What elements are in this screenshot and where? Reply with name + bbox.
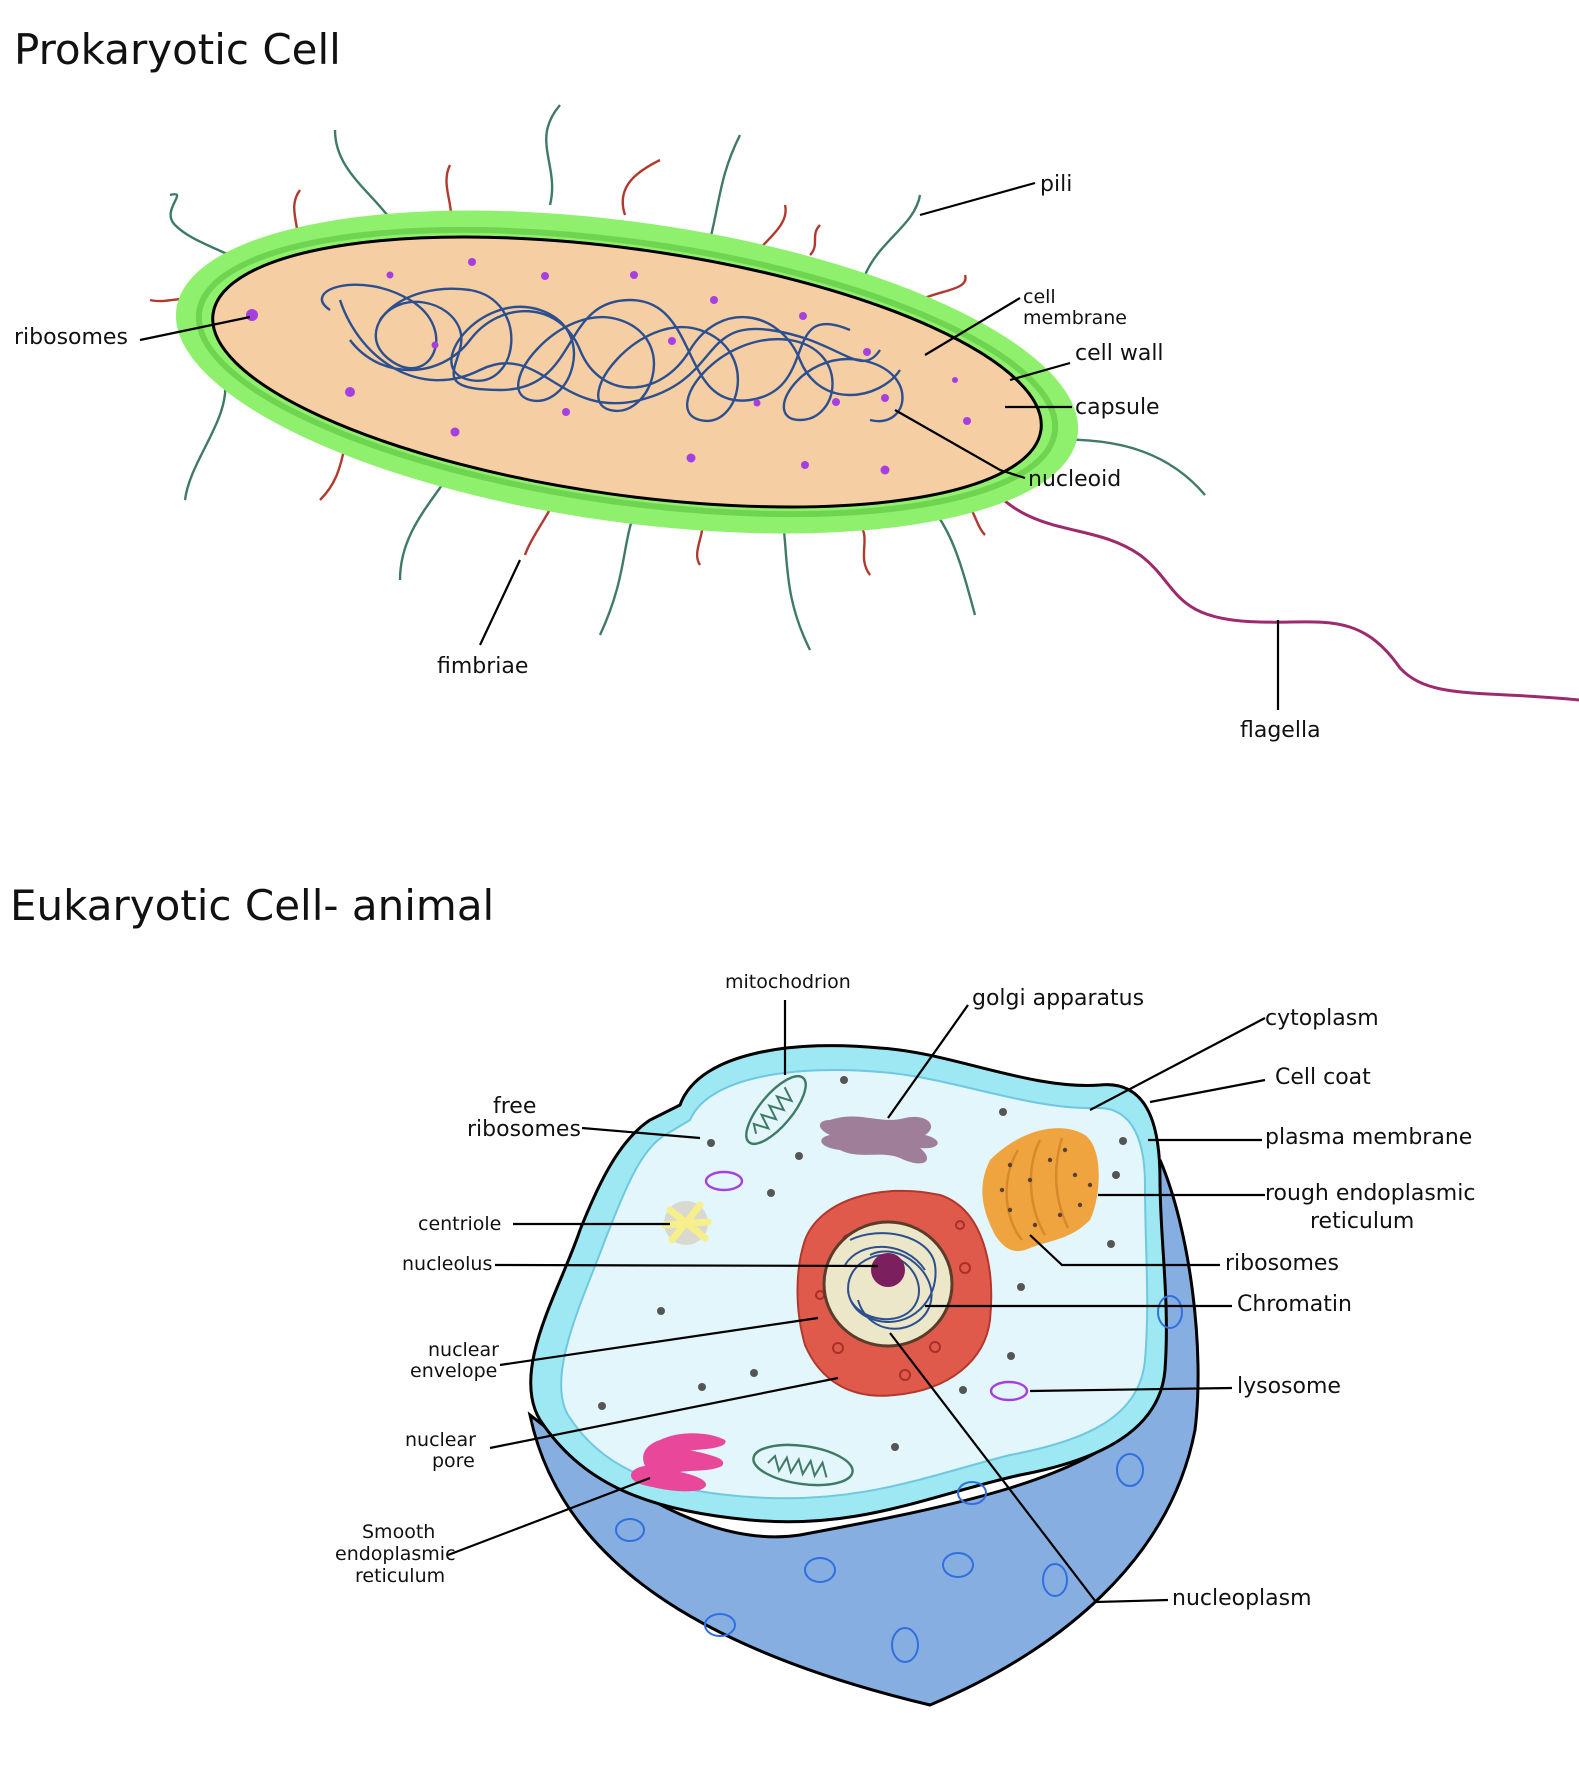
cell-membrane-label-1: cell [1023,286,1056,308]
prokaryote-title: Prokaryotic Cell [14,25,341,74]
nucleoplasm-label: nucleoplasm [1172,1586,1312,1611]
lysosome-label: lysosome [1237,1374,1341,1399]
cell-body [527,1159,1200,1707]
rough-endoplasmic-reticulum [982,1128,1099,1252]
plasma-membrane-label: plasma membrane [1265,1125,1472,1150]
lysosome [989,1380,1029,1402]
cell-wall [195,226,1059,518]
rough-er-label-1: rough endoplasmic [1265,1181,1475,1206]
smooth-endoplasmic-reticulum [630,1433,726,1492]
cell-coat-label: Cell coat [1275,1065,1371,1090]
smooth-er-label-2: endoplasmic [335,1543,456,1565]
nuclear-pore-label-2: pore [432,1450,475,1472]
nucleolus-label: nucleolus [402,1253,492,1275]
golgi-apparatus [819,1116,938,1164]
nucleoid-label: nucleoid [1028,467,1121,492]
mitochondrion-top [745,1075,807,1145]
free-ribosomes [598,1076,1127,1451]
free-ribosomes-label-2: ribosomes [467,1117,581,1142]
centriole-label: centriole [418,1213,501,1235]
eukaryotic-cell-section: Eukaryotic Cell- animal [10,881,1475,1707]
ribosomes-label: ribosomes [14,325,128,350]
pili-label: pili [1040,172,1072,197]
nucleolus [871,1253,905,1287]
flagellum [983,479,1579,702]
lysosome-upper [704,1170,744,1192]
mitochondrion-bottom [752,1443,854,1487]
mitochondrion-label: mitochodrion [725,971,851,993]
rough-er-label-2: reticulum [1310,1209,1414,1234]
body-vesicles [615,1295,1183,1663]
prokaryote-body [175,210,1079,534]
smooth-er-label-3: reticulum [355,1565,445,1587]
capsule-label: capsule [1075,395,1160,420]
eukaryote-leader-lines [447,1000,1266,1604]
centriole [661,1201,712,1245]
golgi-label: golgi apparatus [972,986,1144,1011]
cytoplasm-label: cytoplasm [1265,1006,1379,1031]
prokaryote-leader-lines [139,181,1280,710]
cell-wall-label: cell wall [1075,341,1164,366]
fimbriae-label: fimbriae [437,654,528,679]
smooth-er-label-1: Smooth [362,1521,435,1543]
cell-membrane-label-2: membrane [1023,307,1127,329]
flagella-label: flagella [1240,718,1321,743]
chromatin-label: Chromatin [1237,1292,1352,1317]
nuclear-pore-label-1: nuclear [405,1429,476,1451]
cell-membrane [211,235,1043,509]
nucleus [796,1189,993,1397]
eukaryote-title: Eukaryotic Cell- animal [10,881,494,930]
nuclear-envelope-label-2: envelope [410,1360,497,1382]
nucleoid [320,283,904,423]
prokaryotic-cell-section: Prokaryotic Cell [14,25,1579,743]
nuclear-envelope-label-1: nuclear [428,1339,499,1361]
free-ribosomes-label-1: free [493,1094,536,1119]
prokaryote-ribosomes [246,258,971,475]
er-ribosomes-label: ribosomes [1225,1251,1339,1276]
